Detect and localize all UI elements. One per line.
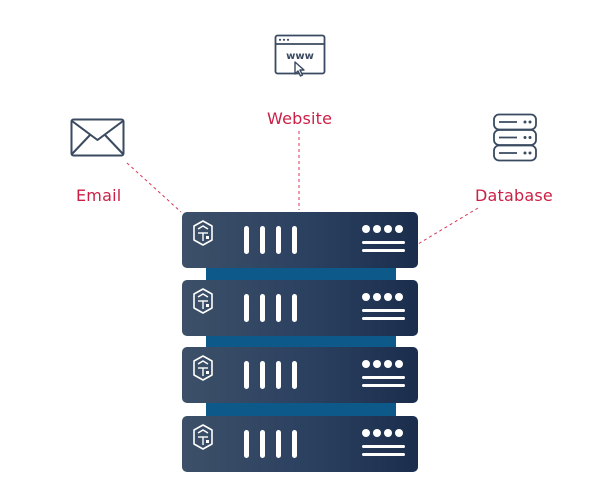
database-icon bbox=[492, 113, 538, 163]
status-led bbox=[395, 360, 403, 368]
website-label: Website bbox=[267, 109, 333, 128]
vent-slot bbox=[362, 241, 405, 244]
server-unit bbox=[182, 280, 418, 336]
drive-bay bbox=[276, 361, 281, 389]
drive-bay bbox=[260, 361, 265, 389]
browser-www-icon: www bbox=[274, 34, 326, 78]
status-led bbox=[373, 293, 381, 301]
drive-bays bbox=[244, 361, 300, 389]
server-logo-icon bbox=[193, 355, 213, 381]
drive-bay bbox=[276, 294, 281, 322]
vent-slot bbox=[362, 249, 405, 252]
server-logo-icon bbox=[193, 424, 213, 450]
status-led bbox=[384, 225, 392, 233]
vent-slot bbox=[362, 453, 405, 456]
drive-bays bbox=[244, 226, 300, 254]
drive-bays bbox=[244, 294, 300, 322]
vent-slot bbox=[362, 384, 405, 387]
drive-bay bbox=[244, 226, 249, 254]
drive-bay bbox=[276, 430, 281, 458]
status-leds bbox=[362, 225, 406, 235]
drive-bay bbox=[244, 361, 249, 389]
drive-bay bbox=[292, 361, 297, 389]
server-unit bbox=[182, 212, 418, 268]
drive-bay bbox=[260, 226, 265, 254]
vent-slot bbox=[362, 445, 405, 448]
server-logo-icon bbox=[193, 220, 213, 246]
envelope-icon bbox=[70, 118, 125, 158]
vent-slot bbox=[362, 376, 405, 379]
drive-bays bbox=[244, 430, 300, 458]
status-led bbox=[373, 225, 381, 233]
connector-database bbox=[417, 207, 479, 245]
drive-bay bbox=[244, 430, 249, 458]
status-led bbox=[373, 429, 381, 437]
drive-bay bbox=[260, 294, 265, 322]
status-led bbox=[362, 360, 370, 368]
status-led bbox=[362, 293, 370, 301]
drive-bay bbox=[276, 226, 281, 254]
status-led bbox=[362, 429, 370, 437]
status-led bbox=[373, 360, 381, 368]
drive-bay bbox=[292, 294, 297, 322]
server-rail bbox=[206, 402, 396, 417]
status-leds bbox=[362, 293, 406, 303]
status-leds bbox=[362, 429, 406, 439]
server-unit bbox=[182, 347, 418, 403]
drive-bay bbox=[292, 430, 297, 458]
svg-text:www: www bbox=[286, 51, 314, 62]
drive-bay bbox=[244, 294, 249, 322]
server-logo-icon bbox=[193, 288, 213, 314]
status-led bbox=[395, 225, 403, 233]
status-led bbox=[362, 225, 370, 233]
status-leds bbox=[362, 360, 406, 370]
server-rail bbox=[206, 267, 396, 282]
vent-slot bbox=[362, 317, 405, 320]
status-led bbox=[384, 360, 392, 368]
server-rail bbox=[206, 335, 396, 350]
status-led bbox=[384, 429, 392, 437]
status-led bbox=[384, 293, 392, 301]
drive-bay bbox=[260, 430, 265, 458]
drive-bay bbox=[292, 226, 297, 254]
email-label: Email bbox=[76, 186, 122, 205]
database-label: Database bbox=[475, 186, 553, 205]
connector-email bbox=[126, 162, 182, 213]
status-led bbox=[395, 429, 403, 437]
server-unit bbox=[182, 416, 418, 472]
vent-slot bbox=[362, 309, 405, 312]
status-led bbox=[395, 293, 403, 301]
